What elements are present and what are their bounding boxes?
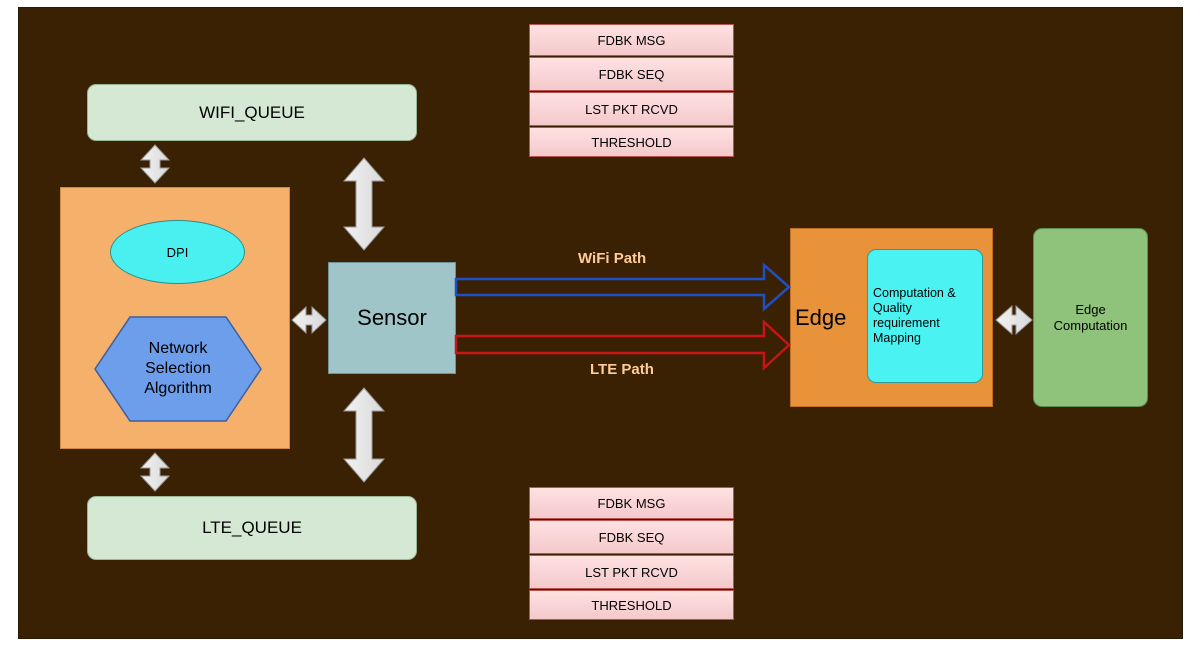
- double-arrow-icon: [139, 144, 171, 184]
- double-arrow-icon: [342, 387, 386, 483]
- bottom-field-lst-pkt-rcvd: LST PKT RCVD: [529, 555, 734, 589]
- lte-path-arrow: [454, 319, 791, 371]
- wifi-path-label: WiFi Path: [578, 250, 647, 267]
- mapping-label: Computation & Quality requirement Mappin…: [873, 286, 956, 345]
- top-field-fdbk-msg: FDBK MSG: [529, 24, 734, 56]
- network-selection-label: Network Selection Algorithm: [144, 340, 212, 397]
- bottom-field-fdbk-seq: FDBK SEQ: [529, 520, 734, 554]
- field-label: THRESHOLD: [591, 597, 672, 613]
- sensor-box: Sensor: [328, 262, 456, 374]
- lte-queue-label: LTE_QUEUE: [202, 518, 302, 537]
- sensor-label: Sensor: [357, 305, 427, 330]
- top-field-fdbk-seq: FDBK SEQ: [529, 57, 734, 91]
- top-field-lst-pkt-rcvd: LST PKT RCVD: [529, 92, 734, 126]
- double-arrow-icon: [995, 304, 1033, 336]
- double-arrow-icon: [342, 157, 386, 251]
- wifi-queue: WIFI_QUEUE: [87, 84, 417, 141]
- field-label: FDBK MSG: [597, 495, 666, 511]
- field-label: FDBK SEQ: [598, 66, 665, 82]
- double-arrow-icon: [291, 305, 327, 335]
- network-selection-hexagon: [94, 316, 262, 422]
- lte-queue: LTE_QUEUE: [87, 496, 417, 560]
- bottom-field-fdbk-msg: FDBK MSG: [529, 487, 734, 519]
- lte-path-label: LTE Path: [590, 361, 654, 378]
- wifi-queue-label: WIFI_QUEUE: [199, 102, 305, 122]
- edge-computation: Edge Computation: [1033, 228, 1148, 407]
- network-selection-algorithm: Network Selection Algorithm: [120, 330, 236, 408]
- field-label: LST PKT RCVD: [585, 564, 678, 580]
- field-label: FDBK MSG: [597, 32, 666, 48]
- dpi-ellipse: DPI: [110, 220, 245, 284]
- bottom-field-threshold: THRESHOLD: [529, 590, 734, 620]
- wifi-path-arrow: [454, 262, 791, 312]
- edge-label: Edge: [795, 305, 847, 330]
- computation-quality-mapping: Computation & Quality requirement Mappin…: [867, 249, 983, 383]
- edge-computation-label: Edge Computation: [1053, 301, 1128, 333]
- field-label: THRESHOLD: [591, 134, 672, 150]
- dpi-label: DPI: [166, 244, 189, 260]
- field-label: FDBK SEQ: [598, 529, 665, 545]
- double-arrow-icon: [139, 452, 171, 492]
- top-field-threshold: THRESHOLD: [529, 127, 734, 157]
- field-label: LST PKT RCVD: [585, 101, 678, 117]
